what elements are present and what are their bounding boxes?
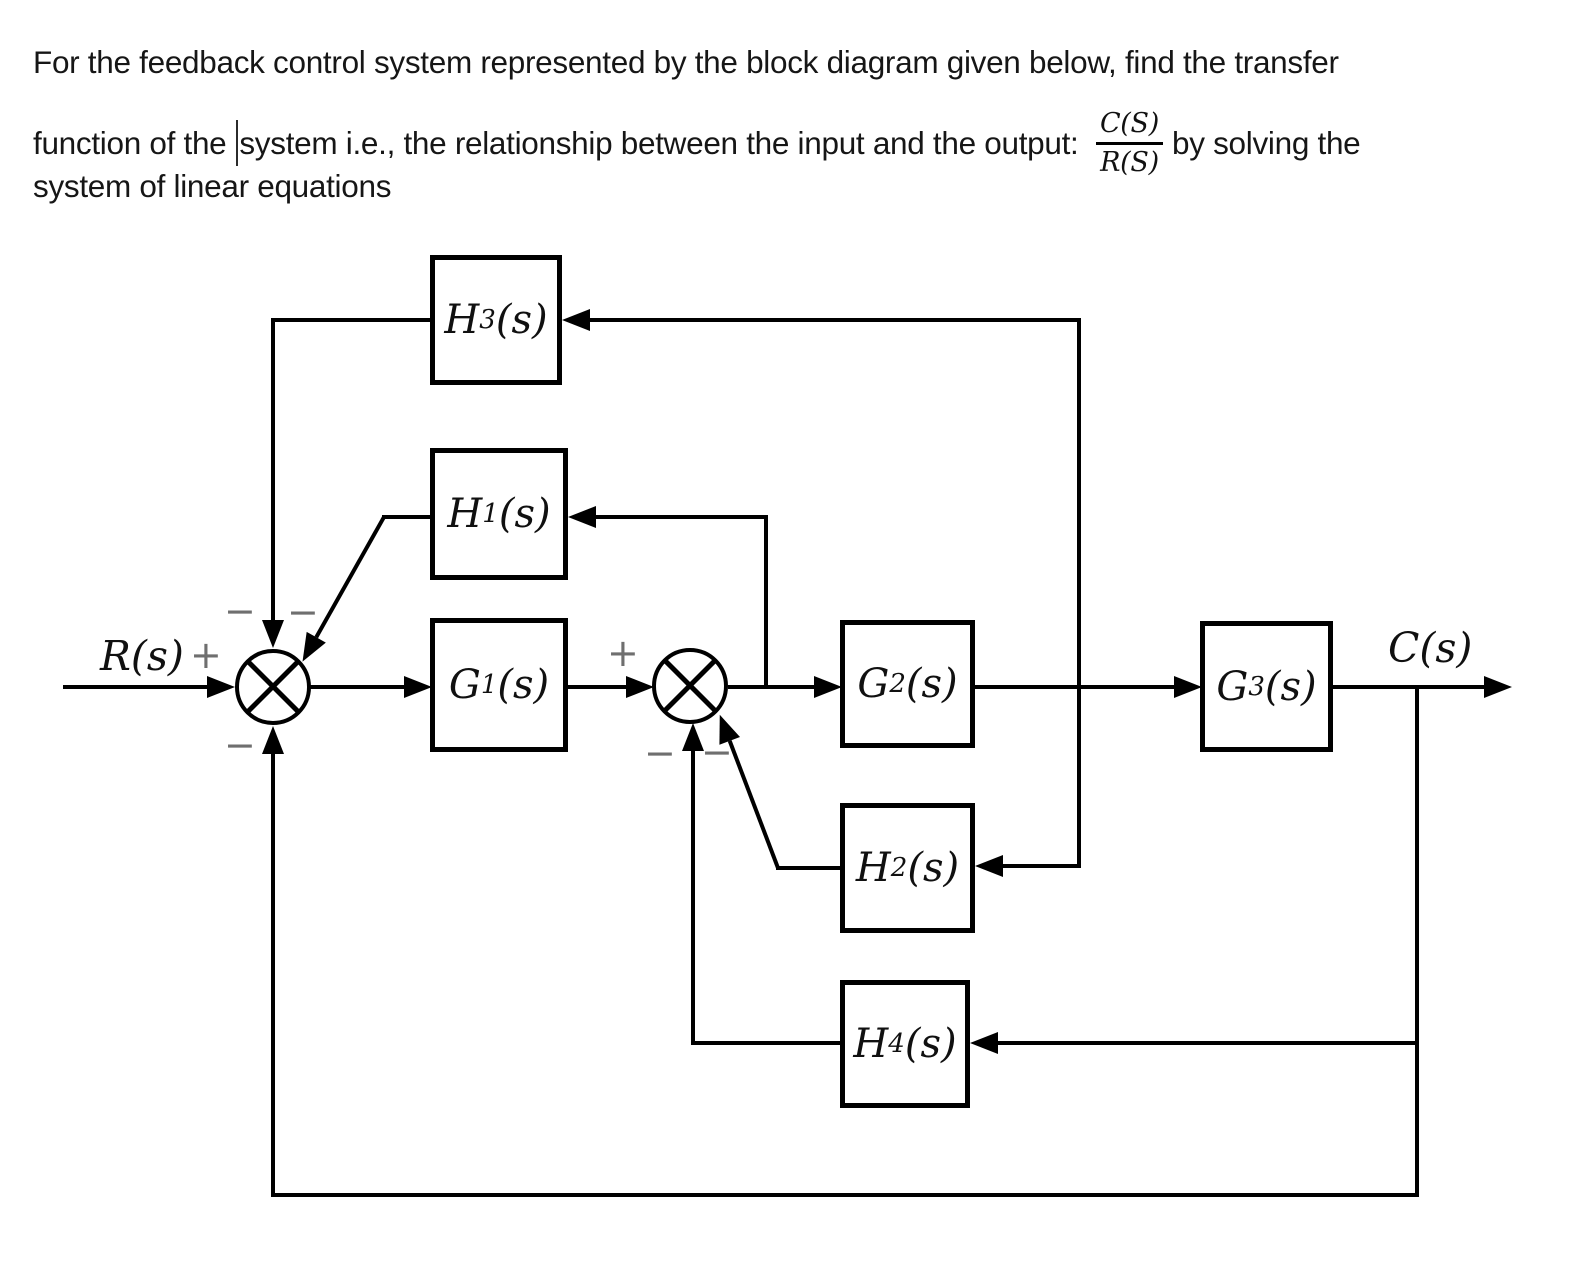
arrowhead-into-sum1-bottom (262, 726, 284, 754)
question-text-line-1: For the feedback control system represen… (33, 44, 1339, 80)
sum1-top-left-minus-sign: − (224, 589, 256, 633)
block-g3-label: G (1216, 663, 1249, 710)
block-g2-label: G (857, 661, 890, 707)
transfer-function-fraction: C(S) R(S) (1095, 109, 1163, 178)
h3-input-line (590, 318, 1079, 322)
sum2-to-g2-line (728, 685, 814, 689)
arrowhead-into-sum2 (626, 676, 654, 698)
arrowhead-into-h4 (970, 1032, 998, 1054)
fraction-numerator: C(S) (1095, 109, 1163, 145)
block-h4-suffix: (s) (904, 1021, 957, 1067)
h4-output-line (691, 1041, 842, 1045)
arrowhead-into-h3 (562, 309, 590, 331)
question-text-line-3: system of linear equations (33, 168, 392, 204)
block-h3-label: H (444, 297, 480, 343)
sum2-plus-sign: + (607, 631, 639, 675)
sum2-bottom-left-minus-sign: − (644, 731, 676, 775)
h2-output-line (776, 866, 842, 870)
question-text-line-2-middle: system i.e., the relationship between th… (239, 124, 1087, 161)
g3-to-output-line (1333, 685, 1484, 689)
outer-loop-bottom-line (271, 1193, 1419, 1197)
question-text-line-2-start: function of the (33, 124, 235, 161)
input-line (63, 685, 207, 689)
sum1-plus-sign: + (190, 633, 222, 677)
h1-pickoff-riser (764, 515, 768, 687)
sum1-bottom-minus-sign: − (224, 723, 256, 767)
question-text-line-2: function of the system i.e., the relatio… (33, 97, 1361, 189)
arrowhead-into-h1 (568, 506, 596, 528)
question-text-line-2-end: by solving the (1171, 124, 1361, 161)
block-h3-suffix: (s) (495, 297, 548, 343)
outer-loop-left-riser (271, 752, 275, 1197)
pickoff-riser-h3-h2 (1077, 318, 1081, 868)
arrowhead-into-g3 (1174, 676, 1202, 698)
h4-input-line (998, 1041, 1419, 1045)
output-label: C(s) (1388, 624, 1473, 672)
block-h2-label: H (855, 845, 891, 891)
arrowhead-into-sum1-top (262, 620, 284, 648)
h2-input-line (1003, 864, 1081, 868)
block-g2-suffix: (s) (905, 661, 958, 707)
g1-to-sum2-line (568, 685, 626, 689)
summing-junction-2 (652, 648, 728, 724)
arrowhead-into-g2 (814, 676, 842, 698)
h2-to-sum2-diagonal (709, 710, 780, 869)
h1-output-line (382, 515, 432, 519)
h1-input-line (596, 515, 768, 519)
sum2-bottom-right-minus-sign: − (701, 730, 733, 774)
block-g3-suffix: (s) (1264, 663, 1317, 710)
block-h4-label: H (853, 1021, 889, 1067)
sum1-to-g1-line (310, 685, 404, 689)
block-g1-label: G (448, 662, 481, 708)
g2-to-g3-line (975, 685, 1174, 689)
block-h1-suffix: (s) (498, 491, 551, 537)
h1-to-sum1-diagonal (292, 516, 386, 668)
text-cursor (235, 120, 239, 166)
sum1-top-right-minus-sign: − (287, 590, 319, 634)
summing-junction-1 (235, 649, 311, 725)
h3-output-line (271, 318, 432, 322)
block-h1-label: H (447, 491, 483, 537)
arrowhead-into-g1 (404, 676, 432, 698)
fraction-denominator: R(S) (1100, 146, 1159, 178)
sum2-bottom-riser (691, 750, 695, 1045)
output-pickoff-drop (1415, 685, 1419, 1197)
block-g1-suffix: (s) (497, 662, 550, 708)
arrowhead-output (1484, 676, 1512, 698)
arrowhead-into-sum2-bottom (682, 723, 704, 751)
input-label: R(s) (100, 632, 184, 680)
h3-output-drop-line (271, 318, 275, 622)
arrowhead-into-h2 (975, 855, 1003, 877)
arrowhead-into-sum1 (207, 676, 235, 698)
block-h2-suffix: (s) (907, 845, 960, 891)
